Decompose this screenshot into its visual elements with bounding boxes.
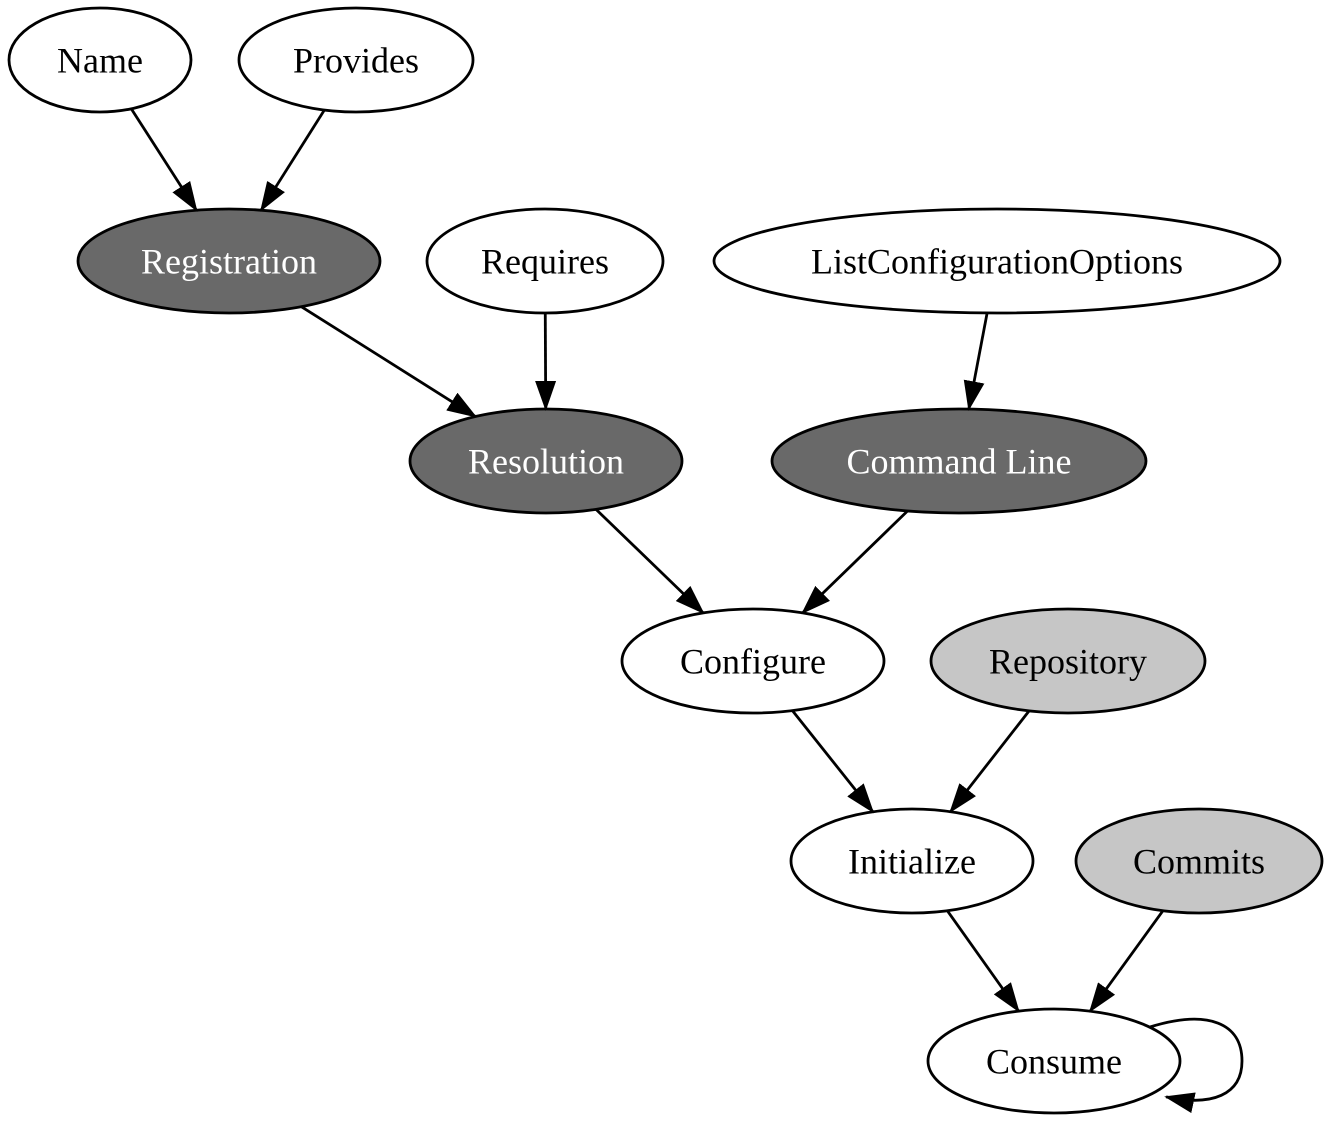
edge-resolution-to-configure [595, 508, 705, 615]
node-label-commits: Commits [1133, 842, 1265, 882]
node-shape-list-configuration-options [712, 207, 1282, 315]
node-label-repository: Repository [989, 642, 1147, 682]
node-label-configure: Configure [680, 642, 826, 682]
node-provides: Provides [237, 6, 475, 114]
node-shape-requires [425, 207, 665, 315]
node-list-configuration-options: ListConfigurationOptions [712, 207, 1282, 315]
edge-command-line-to-configure [801, 509, 909, 615]
node-label-registration: Registration [141, 242, 317, 282]
edge-provides-to-registration [259, 109, 326, 212]
node-shape-repository [929, 607, 1207, 715]
node-initialize: Initialize [789, 807, 1035, 915]
node-registration: Registration [76, 207, 382, 315]
node-shape-command-line [770, 407, 1148, 515]
node-name: Name [7, 6, 193, 114]
node-label-name: Name [57, 41, 143, 81]
node-shape-configure [620, 607, 886, 715]
node-shape-registration [76, 207, 382, 315]
node-shape-provides [237, 6, 475, 114]
edge-configure-to-initialize [791, 709, 875, 814]
node-label-requires: Requires [481, 242, 609, 282]
node-label-provides: Provides [293, 41, 419, 81]
node-consume: Consume [926, 1007, 1182, 1115]
node-label-resolution: Resolution [468, 442, 624, 482]
edge-repository-to-initialize [949, 709, 1031, 814]
node-label-consume: Consume [986, 1042, 1122, 1082]
edge-commits-to-consume [1088, 909, 1165, 1013]
node-command-line: Command Line [770, 407, 1148, 515]
edges-layer [130, 108, 1244, 1114]
node-commits: Commits [1074, 807, 1324, 915]
node-label-initialize: Initialize [848, 842, 976, 882]
edge-list-configuration-options-to-command-line [963, 312, 989, 412]
node-label-command-line: Command Line [847, 442, 1072, 482]
edge-registration-to-resolution [300, 305, 478, 418]
node-label-list-configuration-options: ListConfigurationOptions [811, 242, 1183, 282]
edge-initialize-to-consume [946, 909, 1020, 1013]
node-shape-name [7, 6, 193, 114]
edge-consume-to-consume [1149, 1017, 1244, 1114]
node-shape-consume [926, 1007, 1182, 1115]
edge-name-to-registration [130, 108, 198, 212]
node-repository: Repository [929, 607, 1207, 715]
node-configure: Configure [620, 607, 886, 715]
node-requires: Requires [425, 207, 665, 315]
node-shape-initialize [789, 807, 1035, 915]
node-resolution: Resolution [408, 407, 684, 515]
node-shape-commits [1074, 807, 1324, 915]
